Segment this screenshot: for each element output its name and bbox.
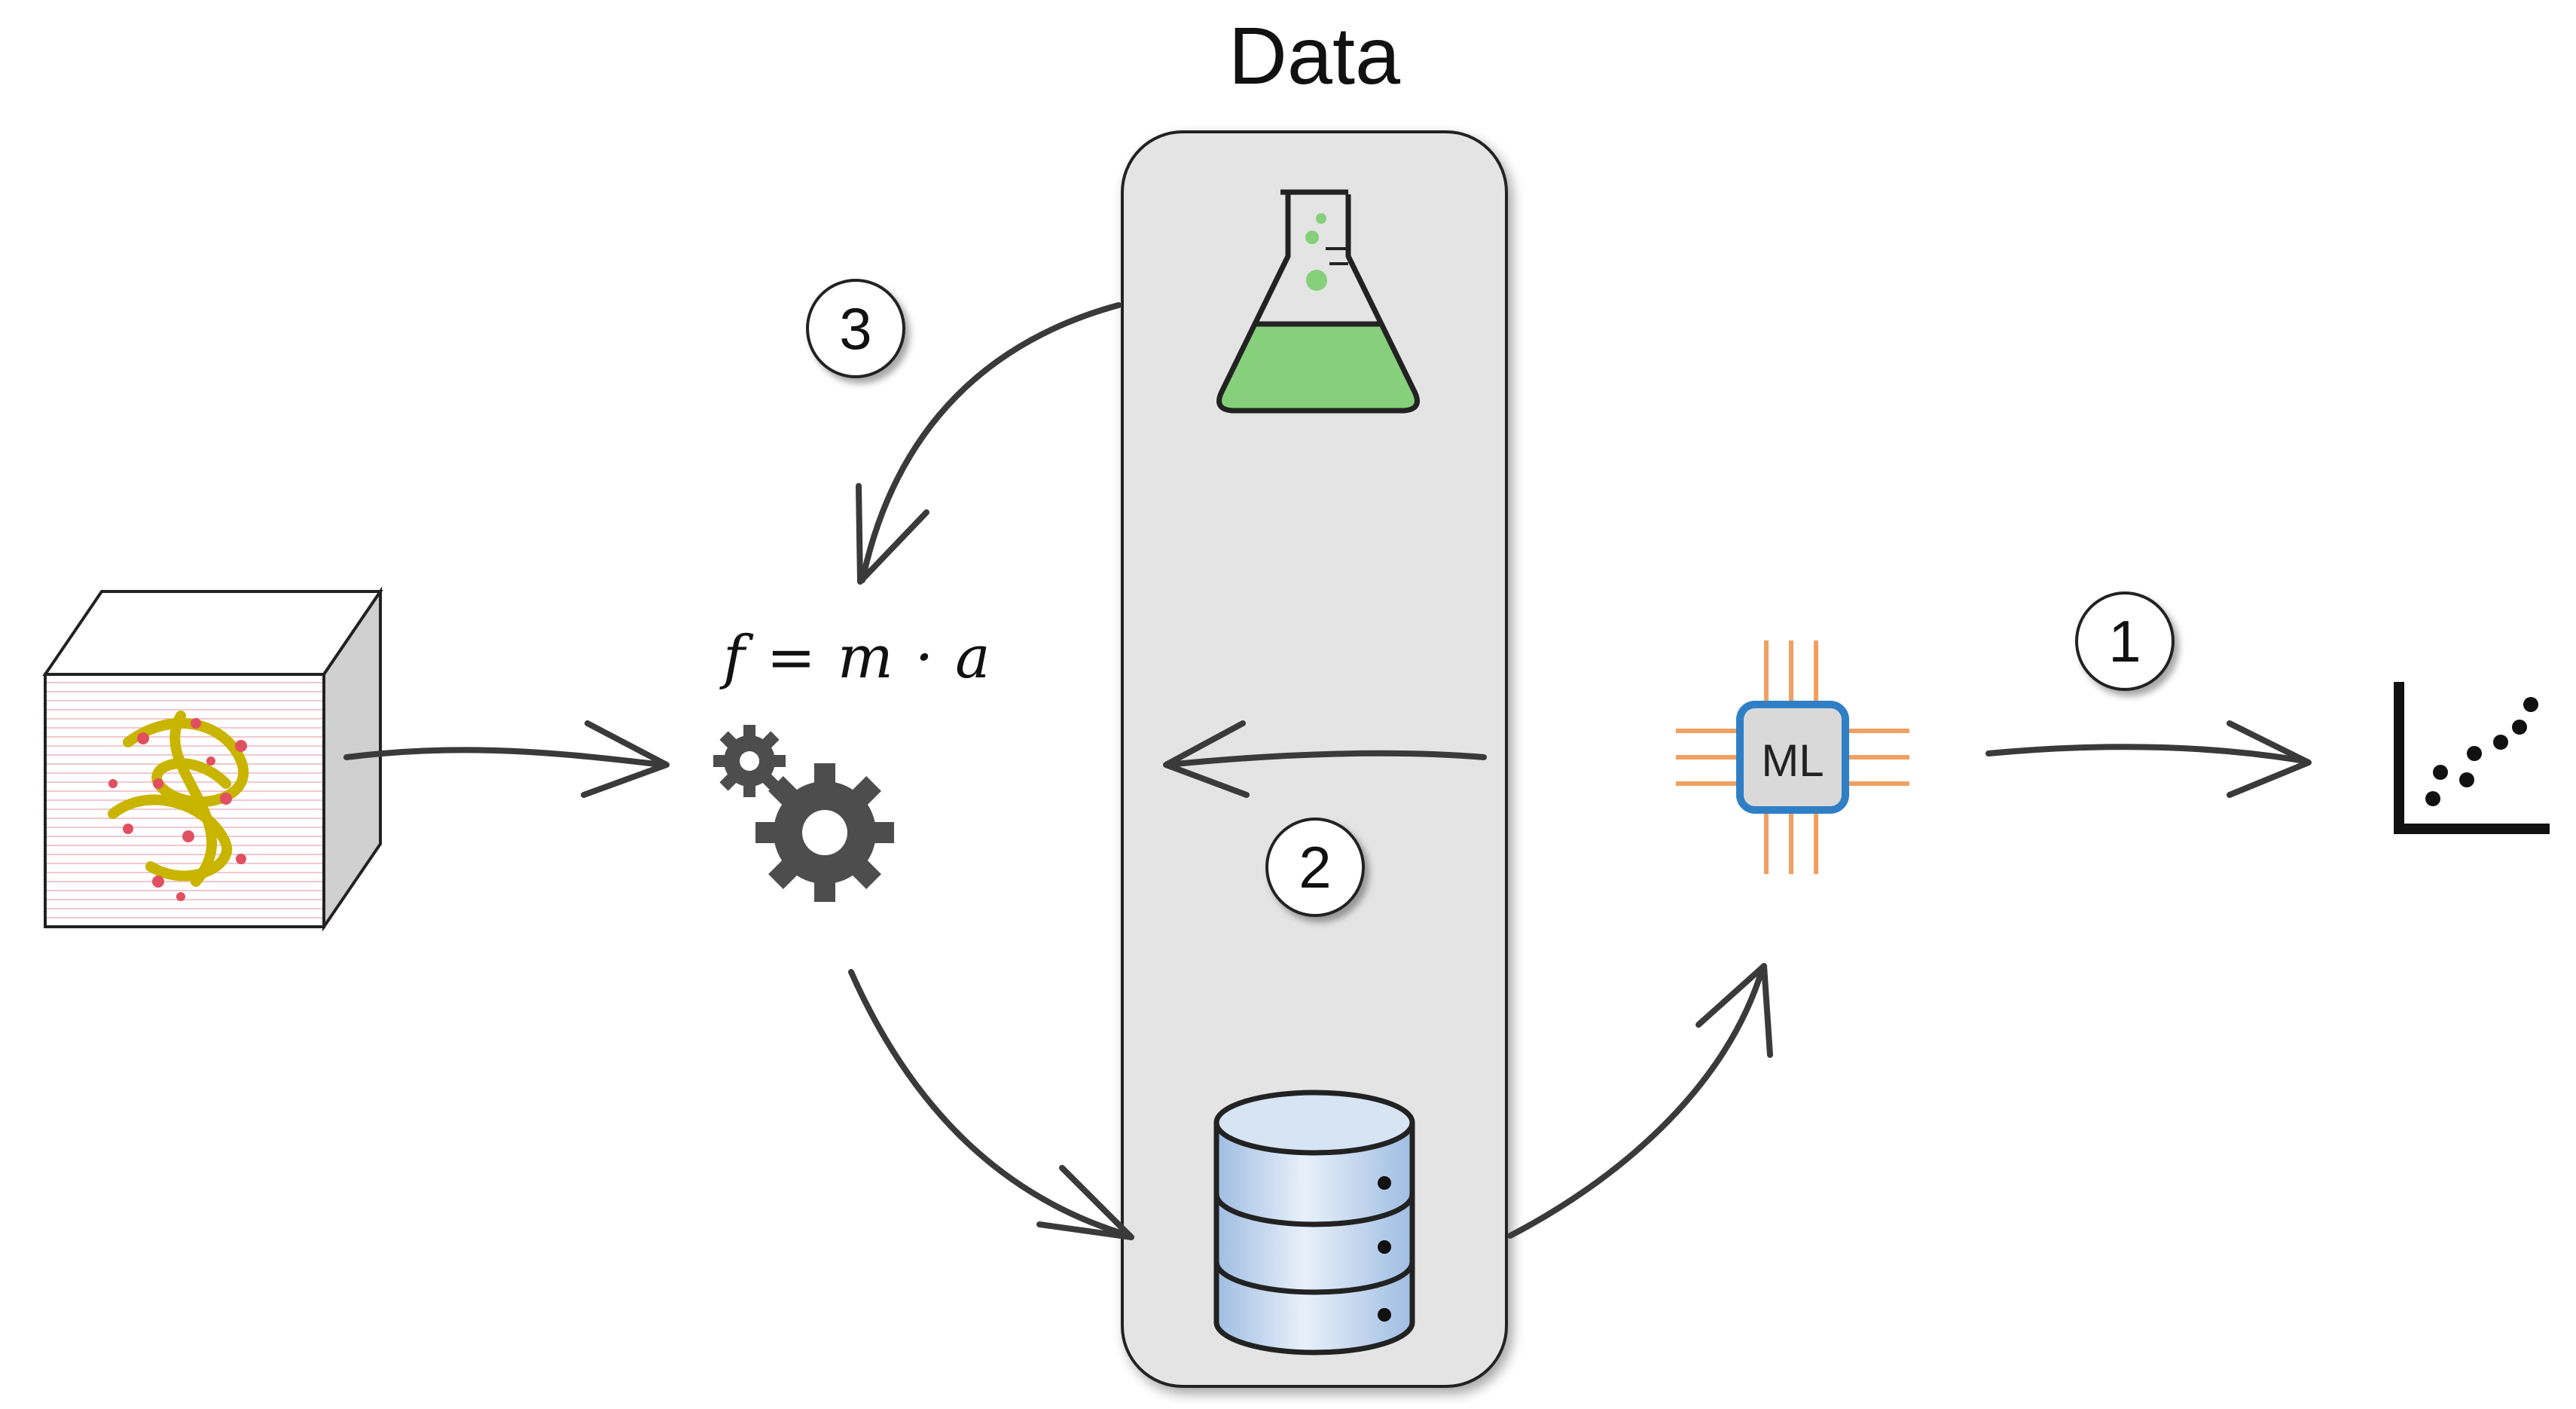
ml-chip-icon: ML: [1676, 640, 1909, 874]
arrow-database-to-ml: [1507, 965, 1766, 1239]
arrows: [343, 302, 2312, 1240]
gears-icon: [713, 725, 894, 902]
physics-formula: f = m · a: [723, 624, 992, 692]
arrow-ml-to-prediction: [1985, 744, 2308, 764]
flask-icon: [1216, 189, 1420, 414]
step-two-badge: 2: [1265, 818, 1365, 917]
protein-box-icon: [42, 586, 383, 932]
data-panel: [1121, 130, 1508, 1388]
ml-chip-label: ML: [1761, 735, 1824, 786]
arrow-data-to-simulation: [1164, 750, 1487, 768]
step-three-badge: 3: [806, 279, 905, 378]
arrow-protein-to-simulation: [343, 747, 666, 768]
arrow-simulation-to-database: [848, 969, 1133, 1239]
step-one-badge: 1: [2075, 591, 2175, 691]
arrow-experiment-to-simulation: [859, 302, 1122, 583]
data-panel-label: Data: [1228, 10, 1401, 101]
database-icon: [1213, 1090, 1415, 1356]
scatter-plot-icon: [2394, 682, 2550, 834]
